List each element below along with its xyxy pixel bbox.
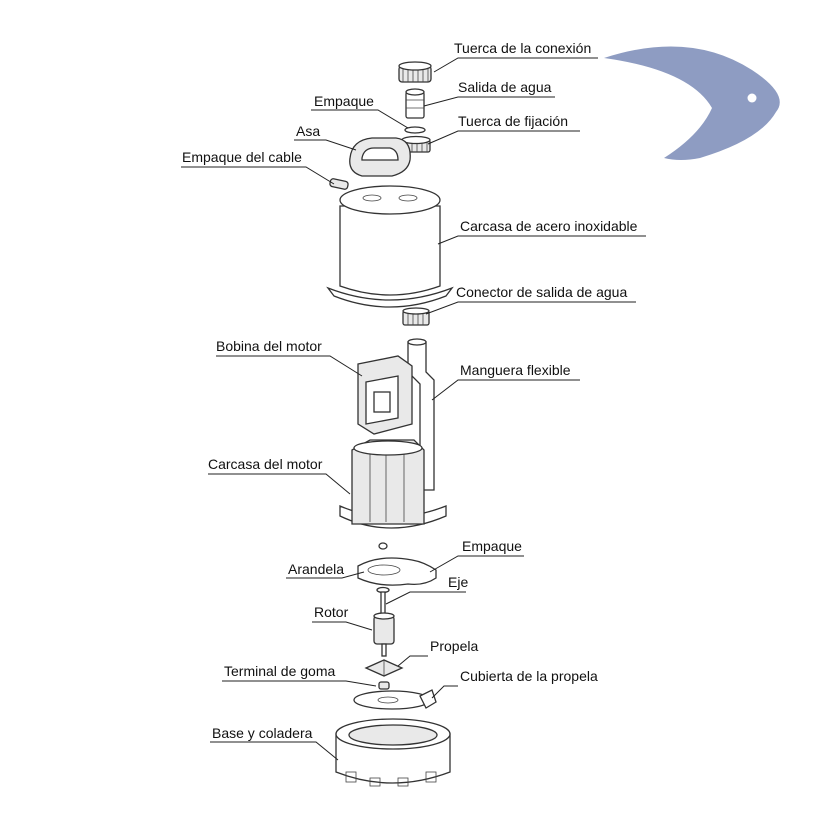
label-base-coladera: Base y coladera [212, 725, 313, 741]
cable-gasket-part [329, 178, 349, 190]
water-outlet-connector-part [402, 307, 430, 326]
label-manguera: Manguera flexible [460, 362, 571, 378]
stainless-housing-part [326, 185, 454, 308]
label-bobina-motor: Bobina del motor [216, 338, 322, 354]
motor-housing-part [339, 439, 447, 529]
label-terminal-goma: Terminal de goma [224, 663, 335, 679]
rubber-terminal-part [378, 681, 390, 690]
label-empaque-cable: Empaque del cable [182, 149, 302, 165]
label-tuerca-fijacion: Tuerca de fijación [458, 113, 568, 129]
label-tuerca-conexion: Tuerca de la conexión [454, 40, 591, 56]
label-propela: Propela [430, 638, 478, 654]
label-conector-salida: Conector de salida de agua [456, 284, 627, 300]
handle-part [349, 137, 411, 177]
mid-gasket-part [357, 557, 437, 586]
label-carcasa-motor: Carcasa del motor [208, 456, 323, 472]
label-salida-agua: Salida de agua [458, 79, 552, 95]
propeller-part [364, 659, 404, 677]
label-empaque-top: Empaque [314, 93, 374, 109]
label-empaque-mid: Empaque [462, 538, 522, 554]
label-carcasa-acero: Carcasa de acero inoxidable [460, 218, 638, 234]
propeller-cover-part [353, 689, 437, 710]
top-gasket-part [404, 126, 426, 134]
label-eje: Eje [448, 574, 468, 590]
labels: Tuerca de la conexión Salida de agua Emp… [182, 40, 638, 741]
connection-nut-part [398, 61, 432, 83]
shaft-part [380, 591, 386, 615]
leader-lines [181, 57, 646, 761]
small-spacer-part [378, 542, 388, 550]
motor-coil-part [357, 355, 413, 435]
rotor-part [373, 612, 395, 657]
base-strainer-part [335, 718, 451, 787]
label-asa: Asa [296, 123, 320, 139]
label-arandela: Arandela [288, 561, 344, 577]
fish-logo-icon [604, 46, 780, 160]
label-cubierta-propela: Cubierta de la propela [460, 668, 598, 684]
label-rotor: Rotor [314, 604, 349, 620]
water-outlet-part [405, 88, 425, 119]
